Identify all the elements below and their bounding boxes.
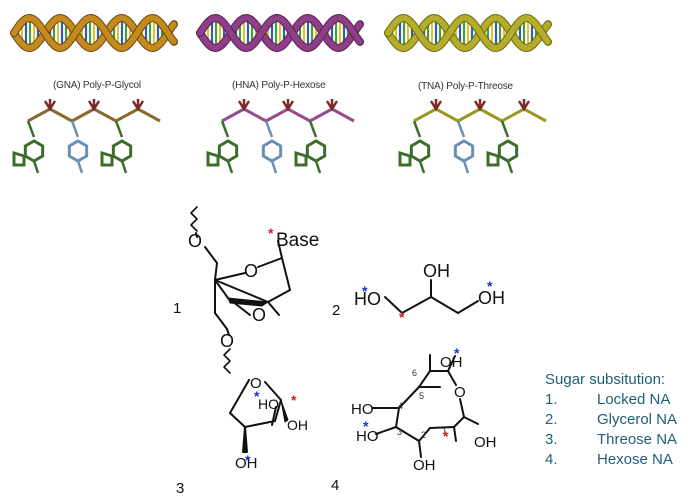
s4-ho-left: HO [351, 401, 374, 418]
phosphate-group [43, 99, 57, 112]
marker-s2-mid: * [399, 309, 405, 325]
marker-s4-top: * [454, 345, 460, 361]
phosphate-group [517, 99, 531, 112]
marker-s4-left: * [363, 418, 369, 434]
structure-number-2: 2 [332, 302, 341, 319]
phosphate-group [281, 99, 295, 112]
gna-caption: (GNA) Poly-P-Glycol [53, 80, 141, 91]
marker-s2-left: * [362, 283, 368, 299]
phosphate-group [429, 99, 443, 112]
s4-oh-bottom: OH [413, 457, 436, 474]
fragment-row [12, 99, 547, 174]
structure-number-1: 1 [173, 300, 182, 317]
s4-c3: 3 [397, 427, 402, 437]
helix-strand [385, 14, 551, 52]
s2-oh-top: OH [423, 261, 450, 281]
s1-o-ring: O [244, 261, 258, 281]
nucleobase-ring [111, 139, 133, 163]
marker-s3-oh: * [245, 452, 251, 468]
s4-c5: 5 [419, 391, 424, 401]
structure-2-glycerol [384, 279, 479, 314]
helix-strand [197, 14, 363, 52]
structures-panel: O O O O Base HO OH OH O HO OH OH OH O HO… [188, 206, 505, 474]
s4-ho-bottom-left: HO [356, 428, 379, 445]
s4-c1: 1 [442, 426, 447, 436]
helix-strand [11, 14, 177, 52]
gna-helix [10, 13, 178, 53]
s3-o-ring: O [250, 375, 262, 392]
nucleobase-ring [497, 139, 519, 163]
legend-title: Sugar subsitution: [545, 371, 666, 388]
s4-c2: 2 [421, 430, 426, 440]
s1-o-bridge: O [252, 305, 266, 325]
s2-ho-left: HO [354, 289, 381, 309]
s1-o-top: O [188, 231, 202, 251]
s3-oh-right: OH [287, 417, 308, 433]
phosphate-group [237, 99, 251, 112]
structure-4-hexose [371, 354, 479, 458]
s4-c4: 4 [398, 401, 403, 411]
nucleobase-ring [409, 139, 431, 163]
gna-fragment [12, 99, 161, 174]
helix-row [10, 13, 552, 53]
hna-caption: (HNA) Poly-P-Hexose [232, 80, 326, 91]
hna-fragment [206, 99, 355, 174]
marker-s2-right: * [487, 278, 493, 294]
structure-3-threose [229, 379, 289, 453]
s1-o-bottom: O [220, 331, 234, 351]
structure-1-lna [190, 206, 291, 374]
structure-number-3: 3 [176, 480, 185, 497]
nucleobase-ring [261, 139, 283, 163]
phosphate-group [325, 99, 339, 112]
marker-s4-c1: * [443, 428, 449, 444]
s3-oh-bottom: OH [235, 455, 258, 472]
s4-oh-right: OH [474, 434, 497, 451]
tna-fragment [398, 99, 547, 174]
phosphate-group [87, 99, 101, 112]
s2-oh-right: OH [478, 288, 505, 308]
nucleobase-ring [67, 139, 89, 163]
marker-s3-c1: * [291, 392, 297, 408]
helix-strand [197, 14, 363, 52]
nucleobase-ring [23, 139, 45, 163]
structure-number-4: 4 [331, 477, 340, 494]
s4-o-ring: O [454, 384, 466, 401]
hna-helix [196, 13, 364, 53]
marker-s3-ho: * [254, 388, 260, 404]
legend-item-1: 1.Locked NA [545, 391, 671, 408]
tna-helix [384, 13, 552, 53]
helix-strand [385, 14, 551, 52]
marker-s1-base: * [268, 225, 274, 241]
legend-item-3: 3.Threose NA [545, 431, 678, 448]
s1-base: Base [276, 230, 319, 251]
tna-caption: (TNA) Poly-P-Threose [418, 81, 513, 92]
phosphate-group [131, 99, 145, 112]
s4-oh-top: OH [440, 354, 463, 371]
s4-c6: 6 [412, 368, 417, 378]
sugar-legend: Sugar subsitution: 1.Locked NA 2.Glycero… [545, 370, 677, 470]
nucleobase-ring [305, 139, 327, 163]
nucleobase-ring [453, 139, 475, 163]
legend-item-2: 2.Glycerol NA [545, 411, 678, 428]
s3-ho: HO [258, 396, 279, 412]
nucleobase-ring [217, 139, 239, 163]
legend-item-4: 4.Hexose NA [545, 451, 673, 468]
phosphate-group [473, 99, 487, 112]
helix-strand [11, 14, 177, 52]
